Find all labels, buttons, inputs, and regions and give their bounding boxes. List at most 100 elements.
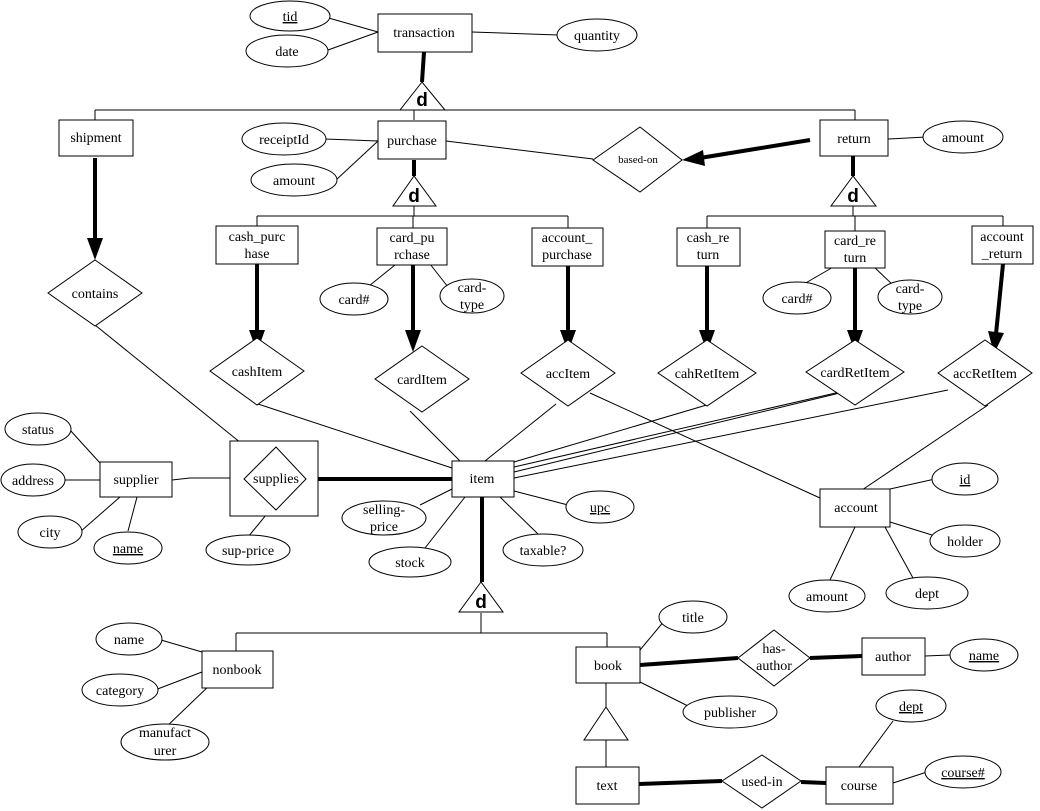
entity-cash-purchase [215, 225, 299, 265]
status-label: status [22, 423, 54, 438]
entity-card-purchase [376, 227, 448, 266]
attr-city [17, 515, 83, 549]
entity-account [819, 488, 891, 528]
upc-label: upc [590, 501, 610, 516]
relationship-cardItem [374, 345, 470, 413]
author-name-label: name [969, 649, 999, 664]
participation-lines [93, 51, 1005, 786]
text-label: text [597, 779, 618, 794]
attr-title [658, 600, 728, 634]
account-dept-label: dept [915, 587, 939, 602]
isa-item-label: d [475, 592, 487, 613]
cardr-card-label: card# [781, 292, 812, 307]
publisher-label: publisher [704, 706, 756, 721]
nonbook-name-label: name [114, 633, 144, 648]
relationship-supplies [243, 446, 307, 511]
cash-return-label-2: turn [697, 248, 720, 263]
relationship-has-author [737, 629, 811, 687]
cash-return-label-1: cash_re [687, 231, 730, 246]
isa-item [458, 581, 504, 613]
entity-purchase [377, 120, 447, 160]
city-label: city [40, 526, 61, 541]
attr-cardp-card [319, 282, 389, 316]
connector-lines [64, 16, 1004, 784]
quantity-label: quantity [574, 29, 620, 44]
return-amount-label: amount [942, 131, 984, 146]
isa-triangles: d d d d [392, 81, 878, 741]
entity-nonbook [201, 650, 274, 689]
relationship-cahRetItem [657, 339, 757, 407]
manufacturer-label-2: urer [154, 744, 177, 759]
transaction-label: transaction [393, 26, 454, 41]
title-label: title [682, 611, 704, 626]
attr-account-dept [885, 576, 969, 610]
attr-cardr-card [762, 281, 832, 315]
cardr-type-label-1: card- [896, 282, 925, 297]
purchase-label: purchase [387, 134, 437, 149]
course-num-label: course# [941, 766, 985, 781]
entity-course [825, 766, 894, 805]
attr-cardp-type [439, 278, 505, 314]
sup-price-label: sup-price [222, 544, 274, 559]
category-label: category [96, 684, 144, 699]
isa-transaction [398, 81, 447, 111]
relationship-contains [47, 259, 143, 327]
entity-card-return [824, 230, 886, 269]
entity-shipment [58, 119, 134, 157]
shipment-label: shipment [70, 131, 121, 146]
account-amount-label: amount [806, 590, 848, 605]
tid-label: tid [283, 10, 298, 25]
entity-item [451, 460, 515, 498]
card-return-label-2: turn [844, 251, 867, 266]
cashItem-label: cashItem [232, 365, 283, 380]
card-return-label-1: card_re [834, 234, 876, 249]
attr-return-amount [922, 120, 1004, 154]
supplies-label: supplies [253, 472, 299, 487]
isa-book [583, 706, 629, 741]
course-label: course [841, 779, 878, 794]
isa-purchase-label: d [408, 186, 420, 207]
cash-purchase-label-1: cash_purc [229, 230, 286, 245]
attr-manufacturer [120, 723, 210, 761]
entity-return [819, 119, 889, 157]
course-dept-label: dept [899, 700, 923, 715]
receiptId-label: receiptId [259, 133, 309, 148]
contains-label: contains [72, 287, 119, 302]
attr-receiptId [241, 122, 327, 156]
nonbook-label: nonbook [213, 663, 262, 678]
attr-account-amount [788, 579, 866, 613]
entity-supplier [99, 461, 173, 498]
attr-quantity [556, 18, 638, 52]
attr-holder [929, 524, 1001, 558]
account-label: account [834, 501, 878, 516]
attr-supplier-name [93, 531, 163, 565]
entity-account-return [971, 225, 1034, 265]
attr-course-dept [875, 689, 947, 723]
entity-text [575, 766, 640, 805]
entities: transaction shipment purchase return cas… [58, 13, 1034, 805]
author-label: author [875, 650, 911, 665]
isa-return [830, 175, 878, 207]
purchase-amount-label: amount [273, 174, 315, 189]
account-purchase-label-2: purchase [542, 248, 592, 263]
entity-book [575, 646, 641, 684]
relationship-accRetItem [937, 339, 1033, 407]
date-label: date [275, 45, 298, 60]
entity-author [861, 637, 926, 676]
account-id-label: id [960, 473, 971, 488]
book-label: book [594, 659, 622, 674]
supplier-label: supplier [113, 473, 158, 488]
holder-label: holder [947, 535, 983, 550]
accItem-label: accItem [546, 367, 590, 382]
attributes: tid date quantity receiptId amount amoun… [0, 0, 1019, 789]
relationship-cardRetItem [805, 339, 905, 406]
item-label: item [470, 472, 495, 487]
supplier-name-label: name [113, 542, 143, 557]
account-purchase-label-1: account_ [542, 231, 594, 246]
attr-account-id [931, 462, 999, 496]
relationship-cashItem [209, 337, 305, 406]
accRetItem-label: accRetItem [953, 367, 1017, 382]
attr-cardr-type [877, 279, 943, 315]
attr-nonbook-name [95, 622, 163, 656]
